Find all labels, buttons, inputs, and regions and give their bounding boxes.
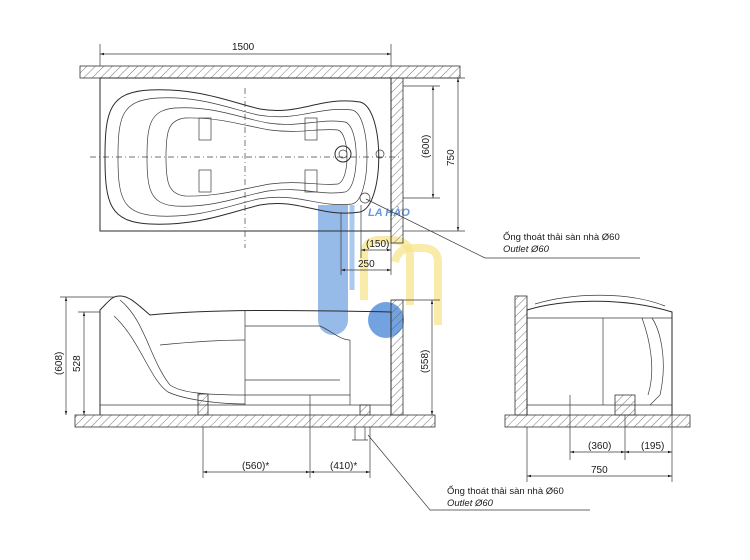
outlet-note-en-top: Outlet Ø60 [503, 244, 550, 255]
outlet-note-vi-top: Ống thoát thải sàn nhà Ø60 [503, 231, 620, 243]
wall-right-top-view [390, 77, 404, 244]
dim-560: (560)* [242, 461, 269, 472]
wall-top [79, 65, 461, 79]
dim-360: (360) [588, 441, 611, 452]
dim-total-height-608: (608) [54, 352, 65, 375]
tub-outline-top [99, 77, 392, 232]
floor-side-view [74, 414, 436, 428]
dim-height-528: 528 [72, 355, 83, 372]
dim-410: (410)* [330, 461, 357, 472]
watermark-text: LA HÀO [368, 206, 410, 219]
dim-outlet-150: (150) [366, 239, 389, 250]
end-view: (360) (195) 750 [504, 294, 691, 482]
drain-circle [334, 145, 352, 163]
dim-outlet-250: 250 [358, 259, 375, 270]
wall-left-end-view [514, 295, 528, 416]
dim-end-width-750: 750 [591, 465, 608, 476]
side-view: (608) 528 (558) (560)* (410)* Ống thoát … [54, 295, 590, 511]
tub-profile-side [99, 295, 392, 415]
tub-profile-end [526, 300, 673, 415]
wall-right-side-view [390, 299, 404, 416]
dim-width-750: 750 [446, 149, 457, 166]
top-view: 1500 (600) 750 (150) 250 Ống thoát thải … [79, 42, 640, 275]
dim-inner-600: (600) [421, 135, 432, 158]
outlet-note-en-side: Outlet Ø60 [447, 498, 494, 509]
dim-length-1500: 1500 [232, 42, 255, 53]
dim-195: (195) [641, 441, 664, 452]
watermark-logo: LA HÀO [318, 205, 442, 338]
tub-basin-outer [104, 89, 380, 225]
floor-end-view [504, 414, 691, 428]
dim-right-height-558: (558) [420, 350, 431, 373]
outlet-note-vi-side: Ống thoát thải sàn nhà Ø60 [447, 485, 564, 497]
